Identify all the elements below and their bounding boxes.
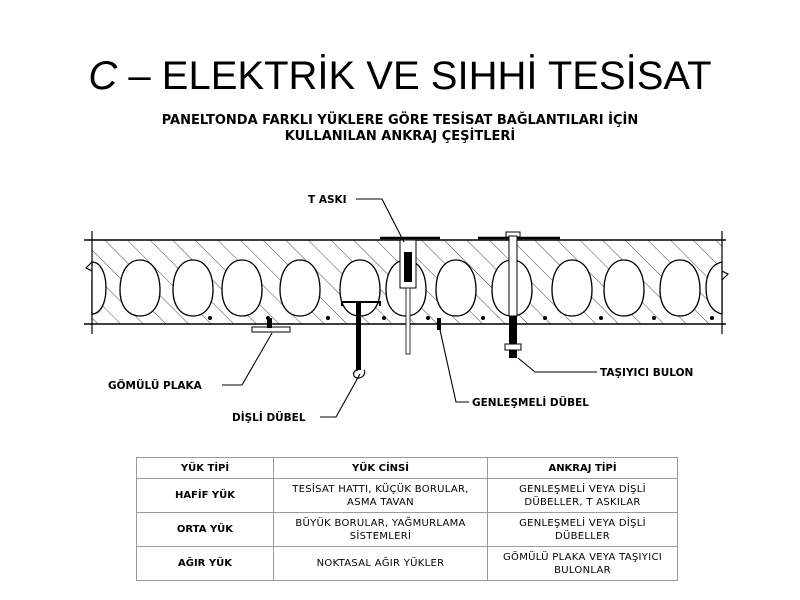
- table-cell: TESİSAT HATTI, KÜÇÜK BORULAR, ASMA TAVAN: [273, 478, 488, 513]
- subtitle-line-1: PANELTONDA FARKLI YÜKLERE GÖRE TESİSAT B…: [161, 113, 639, 128]
- label-tasiyici-bulon: TAŞIYICI BULON: [600, 367, 693, 379]
- label-t-aski: T ASKI: [308, 194, 347, 206]
- leader-genlesmeli-dubel: [439, 329, 469, 403]
- table-header-cell: ANKRAJ TİPİ: [487, 457, 678, 479]
- table-cell: AĞIR YÜK: [136, 546, 274, 581]
- table-cell: HAFİF YÜK: [136, 478, 274, 513]
- embedded-plate: [251, 318, 291, 333]
- label-gomulu-plaka: GÖMÜLÜ PLAKA: [108, 378, 203, 392]
- title-letter: C: [88, 54, 118, 98]
- leader-lines: [222, 198, 597, 418]
- expansion-dowel: [437, 318, 441, 330]
- leader-disli-dubel: [320, 373, 361, 418]
- page-title: C – ELEKTRİK VE SIHHİ TESİSAT: [0, 50, 800, 102]
- table-cell: GENLEŞMELİ VEYA DİŞLİ DÜBELLER, T ASKILA…: [487, 478, 678, 513]
- table-cell: NOKTASAL AĞIR YÜKLER: [273, 546, 488, 581]
- leader-tasiyici-bulon: [517, 357, 597, 373]
- through-bolt: [478, 231, 560, 358]
- leader-t-aski: [356, 198, 405, 243]
- title-text: – ELEKTRİK VE SIHHİ TESİSAT: [117, 54, 712, 98]
- t-hanger: [380, 236, 440, 355]
- label-genlesmeli-dubel: GENLEŞMELİ DÜBEL: [472, 395, 589, 409]
- leader-gomulu-plaka: [222, 332, 273, 386]
- label-disli-dubel: DİŞLİ DÜBEL: [232, 410, 306, 424]
- table-row: HAFİF YÜK TESİSAT HATTI, KÜÇÜK BORULAR, …: [136, 478, 678, 513]
- table-cell: ORTA YÜK: [136, 512, 274, 547]
- table-cell: BÜYÜK BORULAR, YAĞMURLAMA SİSTEMLERİ: [273, 512, 488, 547]
- subtitle-line-2: KULLANILAN ANKRAJ ÇEŞİTLERİ: [284, 129, 516, 144]
- prestressing-strands: [208, 316, 714, 320]
- load-anchor-table: YÜK TİPİ YÜK CİNSİ ANKRAJ TİPİ HAFİF YÜK…: [136, 457, 678, 581]
- table-header-cell: YÜK TİPİ: [136, 457, 274, 479]
- table-row: AĞIR YÜK NOKTASAL AĞIR YÜKLER GÖMÜLÜ PLA…: [136, 546, 678, 581]
- table-cell: GENLEŞMELİ VEYA DİŞLİ DÜBELLER: [487, 512, 678, 547]
- table-header-cell: YÜK CİNSİ: [273, 457, 488, 479]
- table-header-row: YÜK TİPİ YÜK CİNSİ ANKRAJ TİPİ: [136, 457, 678, 479]
- diagram-subtitle: PANELTONDA FARKLI YÜKLERE GÖRE TESİSAT B…: [0, 113, 800, 145]
- table-cell: GÖMÜLÜ PLAKA VEYA TAŞIYICI BULONLAR: [487, 546, 678, 581]
- table-row: ORTA YÜK BÜYÜK BORULAR, YAĞMURLAMA SİSTE…: [136, 512, 678, 547]
